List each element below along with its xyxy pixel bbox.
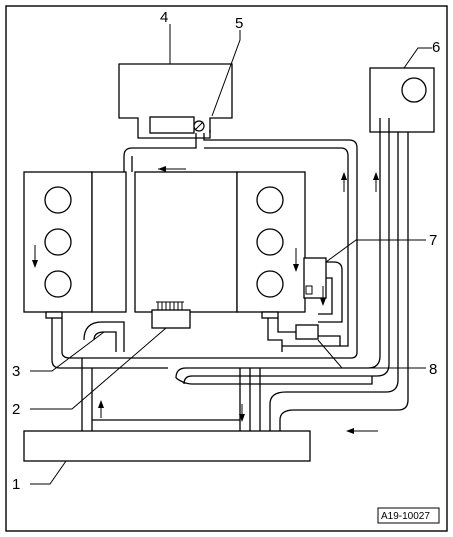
callout-6: 6 xyxy=(432,39,440,56)
callout-3: 3 xyxy=(12,363,20,380)
outer-border xyxy=(5,5,448,532)
callout-7: 7 xyxy=(429,232,437,249)
valve-7 xyxy=(303,257,327,299)
callout-5: 5 xyxy=(235,15,243,32)
callout-4: 4 xyxy=(160,9,168,26)
flow-arrows xyxy=(32,166,379,434)
left-cylinder-bank xyxy=(23,171,127,319)
heater-core xyxy=(369,67,435,133)
engine-block xyxy=(134,171,238,329)
reference-code-box xyxy=(377,507,440,524)
callout-1: 1 xyxy=(12,476,20,493)
leader-lines xyxy=(30,24,432,485)
right-cylinder-bank xyxy=(236,171,306,319)
reference-code: A19-10027 xyxy=(381,511,430,522)
callout-8: 8 xyxy=(429,361,437,378)
expansion-tank xyxy=(118,63,233,139)
radiator xyxy=(23,430,311,462)
valve-8 xyxy=(295,324,319,340)
callout-2: 2 xyxy=(12,401,20,418)
